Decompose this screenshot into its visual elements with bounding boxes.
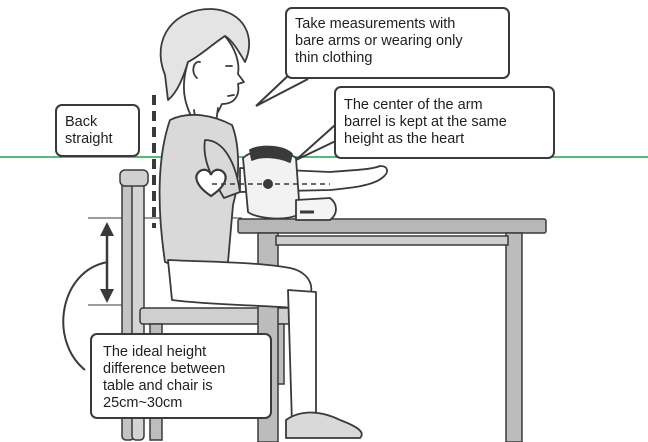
callout-height-line-1: The ideal height xyxy=(103,344,262,361)
callout-height-line-4: 25cm~30cm xyxy=(103,395,262,412)
callout-clothing-line-1: Take measurements with xyxy=(295,16,500,33)
callout-back-line-1: Back xyxy=(65,114,130,131)
callout-height-line-2: difference between xyxy=(103,361,262,378)
lower-leg xyxy=(288,290,316,424)
callout-clothing-line-3: thin clothing xyxy=(295,50,500,67)
callout-height-line-3: table and chair is xyxy=(103,378,262,395)
callout-clothing: Take measurements with bare arms or wear… xyxy=(285,7,510,79)
foot xyxy=(286,413,362,439)
callout-arm-line-3: height as the heart xyxy=(344,131,545,148)
callout-back-straight: Back straight xyxy=(55,104,140,157)
callout-clothing-line-2: bare arms or wearing only xyxy=(295,33,500,50)
callout-arm-line-1: The center of the arm xyxy=(344,97,545,114)
callout-arm-line-2: barrel is kept at the same xyxy=(344,114,545,131)
callout-height: The ideal height difference between tabl… xyxy=(90,333,272,419)
callout-back-line-2: straight xyxy=(65,131,130,148)
callout-arm-center: The center of the arm barrel is kept at … xyxy=(334,86,555,159)
